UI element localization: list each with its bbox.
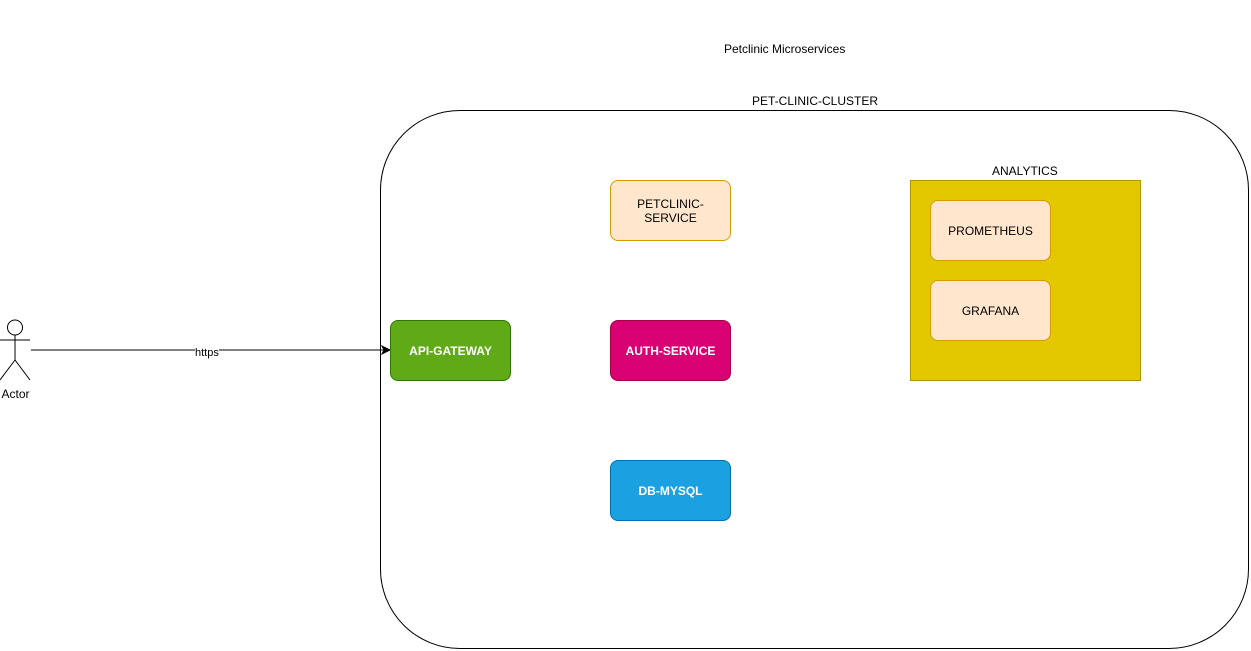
grafana-label: GRAFANA bbox=[961, 303, 1020, 318]
diagram-title: Petclinic Microservices bbox=[724, 42, 846, 56]
db-mysql-label: DB-MYSQL bbox=[638, 483, 703, 498]
auth-service-node[interactable]: AUTH-SERVICE bbox=[610, 320, 731, 381]
auth-service-label: AUTH-SERVICE bbox=[625, 343, 716, 358]
actor-icon[interactable] bbox=[0, 319, 31, 381]
api-gateway-node[interactable]: API-GATEWAY bbox=[390, 320, 511, 381]
prometheus-node[interactable]: PROMETHEUS bbox=[930, 200, 1051, 261]
petclinic-service-node[interactable]: PETCLINIC-SERVICE bbox=[610, 180, 731, 241]
grafana-node[interactable]: GRAFANA bbox=[930, 280, 1051, 341]
actor-label: Actor bbox=[1, 387, 30, 401]
prometheus-label: PROMETHEUS bbox=[948, 223, 1033, 238]
db-mysql-node[interactable]: DB-MYSQL bbox=[610, 460, 731, 521]
edge-label: https bbox=[195, 346, 219, 360]
api-gateway-label: API-GATEWAY bbox=[409, 343, 492, 358]
analytics-label: ANALYTICS bbox=[992, 164, 1058, 178]
petclinic-service-label: PETCLINIC-SERVICE bbox=[637, 196, 704, 225]
cluster-label: PET-CLINIC-CLUSTER bbox=[752, 94, 879, 108]
